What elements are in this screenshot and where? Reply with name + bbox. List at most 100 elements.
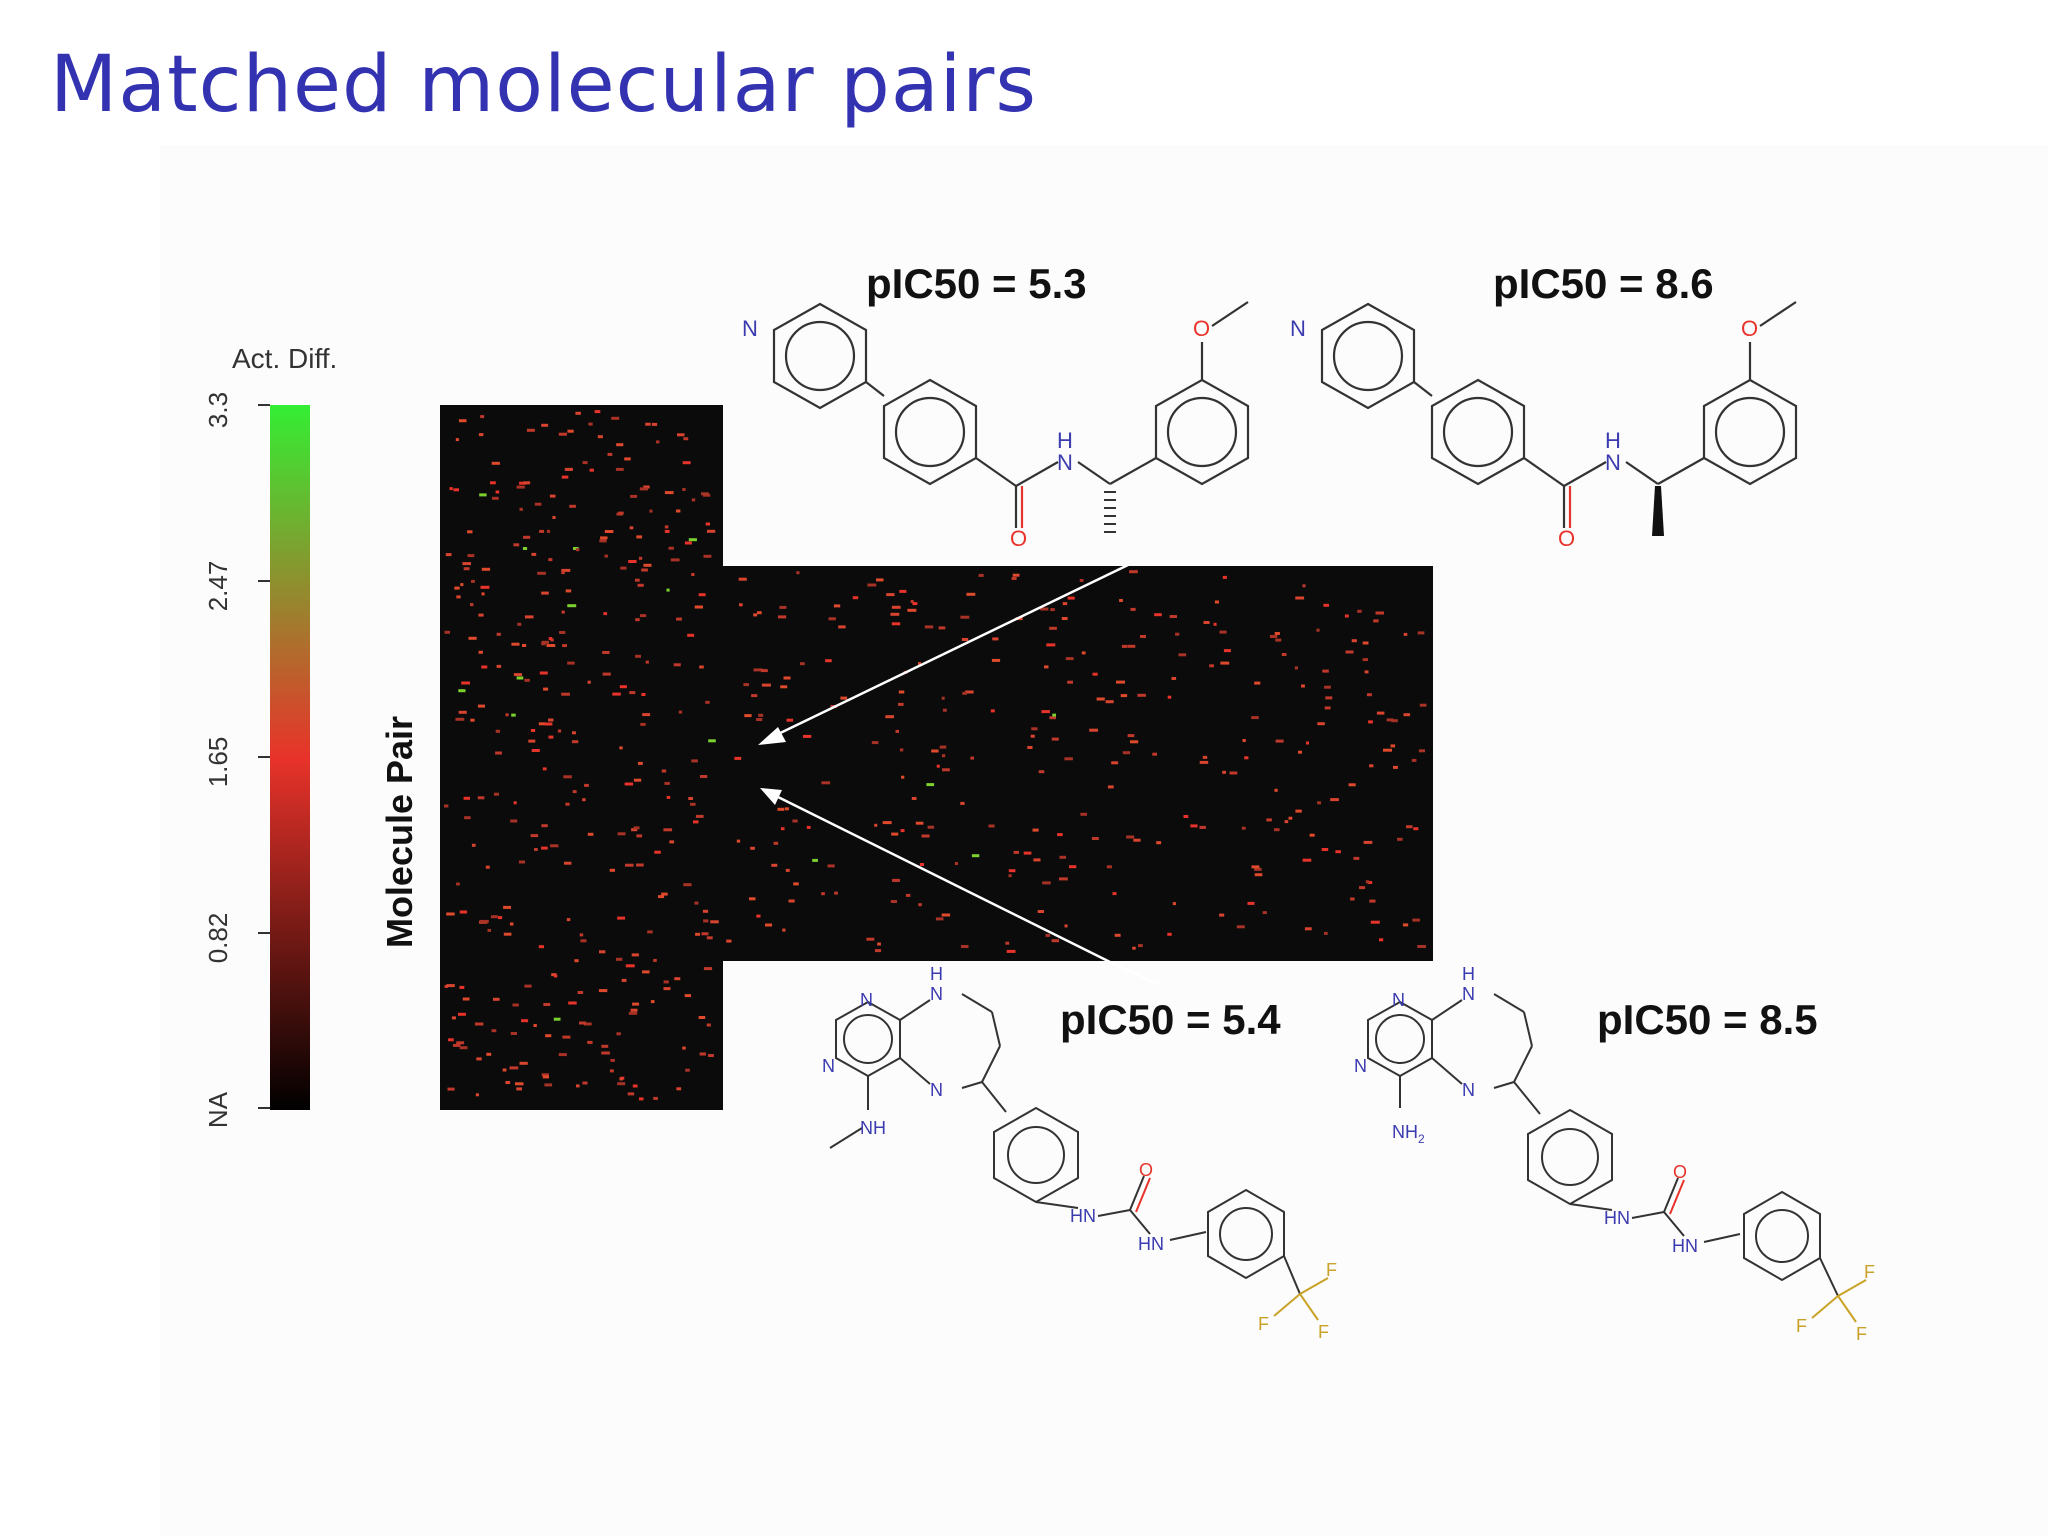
heatmap-cell [1199, 760, 1209, 764]
heatmap-cell [498, 916, 503, 920]
heatmap-cell [1391, 719, 1398, 723]
heatmap-cell [1175, 632, 1180, 636]
heatmap-cell [1417, 631, 1425, 635]
heatmap-cell [761, 683, 771, 687]
heatmap-cell [891, 622, 901, 626]
heatmap-cell [467, 554, 475, 558]
heatmap-cell [617, 832, 626, 836]
heatmap-cell [444, 985, 448, 988]
heatmap-cell [1301, 684, 1305, 688]
heatmap-cell [927, 825, 935, 829]
heatmap-cell [691, 573, 695, 576]
heatmap-cell [516, 485, 525, 489]
heatmap-cell [611, 416, 620, 420]
heatmap-cell [1321, 848, 1329, 851]
heatmap-cell [548, 637, 553, 641]
heatmap-cell [942, 754, 946, 758]
heatmap-cell [572, 731, 576, 735]
heatmap-cell [462, 562, 471, 566]
heatmap-cell [1154, 613, 1162, 617]
heatmap-cell [539, 529, 545, 533]
heatmap-cell [549, 494, 556, 498]
atom-n: N [742, 316, 758, 341]
heatmap-cell [650, 1000, 655, 1004]
heatmap-cell [891, 605, 901, 609]
heatmap-cell [1269, 635, 1278, 638]
heatmap-cell [1251, 865, 1260, 869]
heatmap-cell [495, 729, 500, 733]
heatmap-cell [890, 900, 897, 903]
heatmap-cell [569, 504, 576, 508]
heatmap-cell [1306, 741, 1309, 745]
heatmap-ylabel: Molecule Pair [379, 716, 420, 948]
heatmap-cell [619, 1077, 623, 1081]
heatmap-cell [471, 579, 475, 583]
atom-f: F [1258, 1314, 1269, 1334]
heatmap-cell [481, 665, 488, 669]
heatmap-cell [708, 739, 716, 743]
molecule-bottom-left [829, 993, 1329, 1321]
heatmap-cell [1348, 783, 1356, 787]
heatmap-cell [782, 928, 786, 932]
heatmap-cell [876, 578, 884, 582]
heatmap-cell [516, 1087, 522, 1091]
heatmap-cell [673, 663, 681, 667]
arrow-line-bottom [775, 794, 1111, 964]
atom-n: N [1605, 450, 1621, 475]
heatmap-cell [462, 997, 470, 1001]
heatmap-cell [1137, 693, 1146, 697]
heatmap-cell [638, 761, 643, 765]
heatmap-cell [1046, 643, 1056, 647]
heatmap-cell [785, 868, 790, 872]
trifluoromethylphenyl-ring [1207, 1188, 1285, 1280]
heatmap-cell [548, 718, 554, 722]
heatmap-cell [453, 488, 459, 492]
wedge-bond [1652, 486, 1664, 536]
heatmap-cell [502, 1068, 507, 1072]
heatmap-cell [1067, 596, 1075, 600]
heatmap-cell [743, 683, 749, 687]
heatmap-cell [1386, 718, 1394, 722]
heatmap-cell [833, 604, 841, 608]
heatmap-cell [459, 985, 465, 989]
heatmap-cell [1411, 758, 1417, 762]
heatmap-cell [607, 452, 613, 456]
heatmap-cell [533, 1024, 537, 1027]
heatmap-cell [1069, 865, 1077, 869]
heatmap-cell [867, 583, 877, 587]
colorbar-gradient [270, 405, 310, 1110]
heatmap-cell [459, 910, 468, 914]
heatmap-cell [1402, 923, 1409, 927]
heatmap-cell [1202, 755, 1208, 759]
heatmap-cell [1357, 609, 1362, 613]
heatmap-cell [551, 973, 557, 977]
heatmap-cell [698, 1016, 706, 1019]
heatmap-cell [780, 685, 788, 689]
heatmap-cell [1353, 856, 1360, 860]
heatmap-cell [1251, 716, 1259, 720]
heatmap-cell [965, 690, 974, 694]
heatmap-cell [544, 1083, 553, 1087]
heatmap-cell [463, 796, 470, 800]
heatmap-cell [641, 693, 646, 696]
heatmap-cell [1214, 600, 1219, 604]
heatmap-cell [1304, 927, 1312, 931]
heatmap-cell [961, 945, 969, 948]
methoxyphenyl-ring [1702, 378, 1798, 486]
heatmap-cell [580, 939, 587, 943]
heatmap-cell [633, 826, 640, 830]
heatmap-cell [792, 819, 798, 823]
colorbar-tick-na: NA [203, 1091, 233, 1128]
heatmap-cell [1080, 812, 1087, 816]
heatmap-cell [911, 797, 917, 800]
heatmap-cell [1274, 632, 1280, 635]
heatmap-cell [625, 863, 634, 867]
heatmap-cell [1413, 827, 1419, 831]
atom-f: F [1326, 1260, 1337, 1280]
heatmap-cell [475, 1093, 479, 1097]
heatmap-cell [587, 1040, 593, 1044]
heatmap-cell [1127, 644, 1136, 648]
heatmap-cell [561, 568, 571, 572]
heatmap-cell [617, 1082, 626, 1086]
heatmap-cell [628, 1011, 638, 1015]
